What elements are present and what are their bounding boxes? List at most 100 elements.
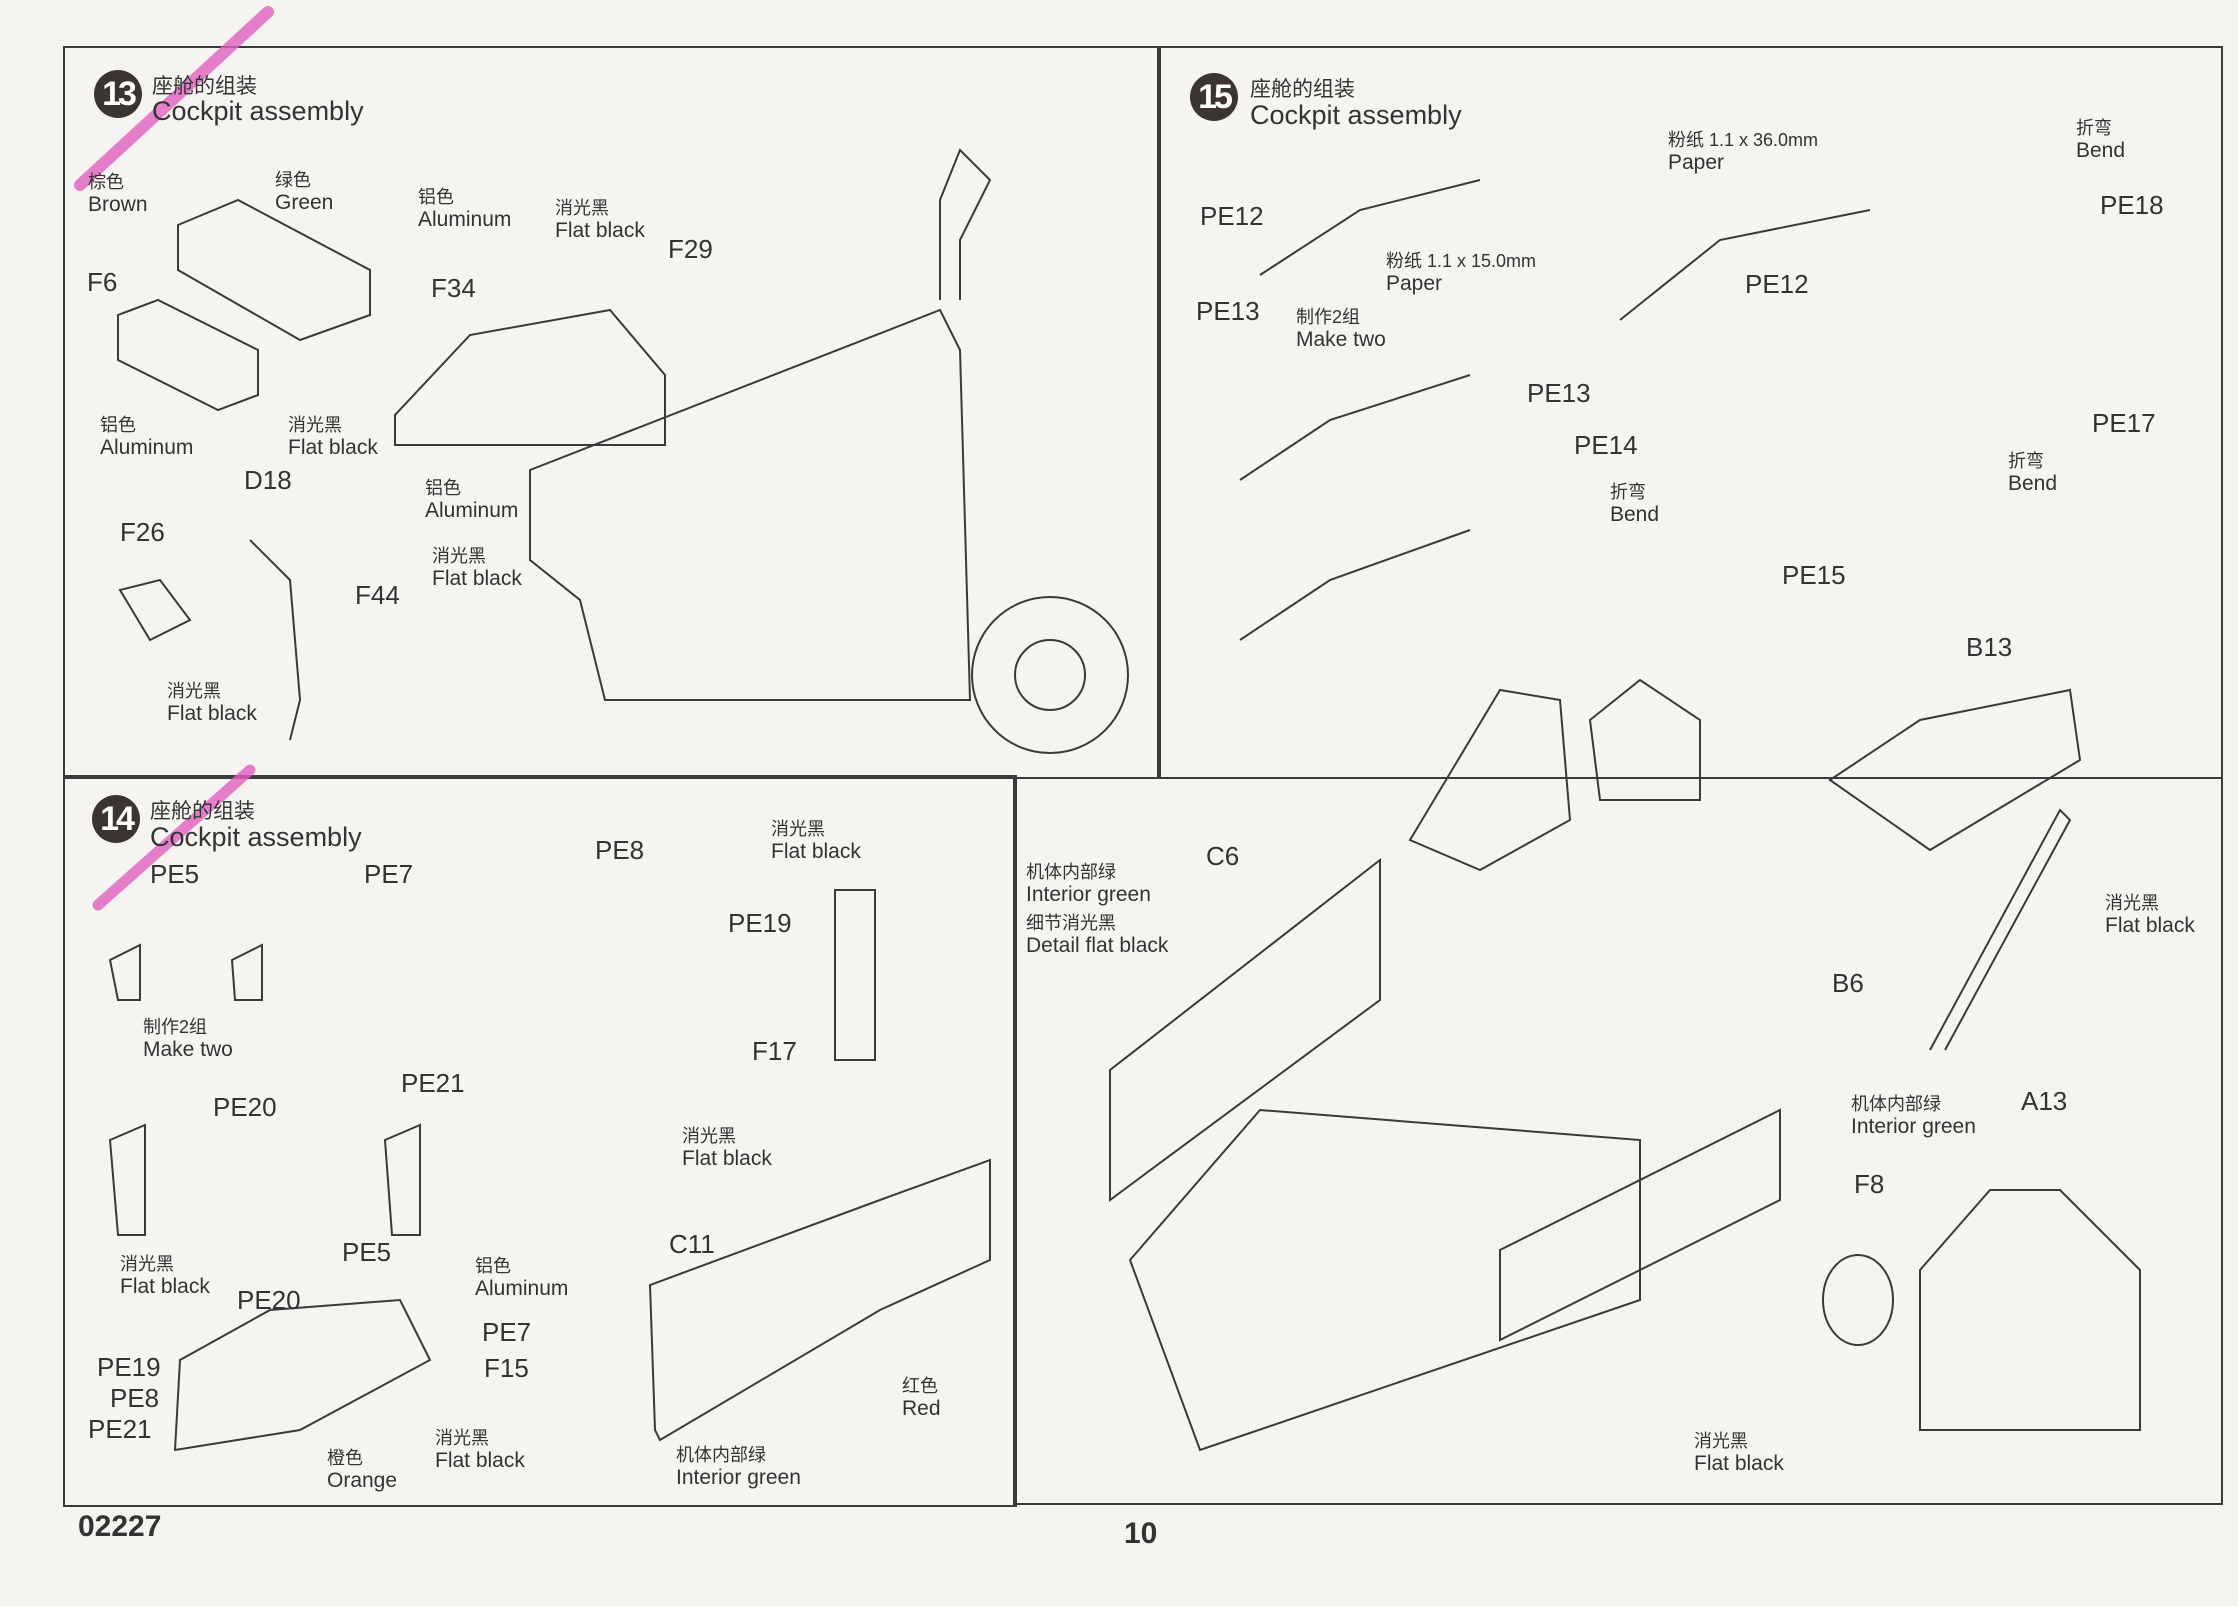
part-number-label: PE12 <box>1745 269 1809 299</box>
part-number-label: B6 <box>1832 968 1864 998</box>
callout-cn: 绿色 <box>275 170 311 190</box>
pe5-bent <box>230 943 263 1001</box>
part-number-label: C11 <box>669 1229 715 1259</box>
seat-belt <box>1239 529 1471 641</box>
callout-en: Interior green <box>1026 882 1151 906</box>
step-14-title-en: Cockpit assembly <box>150 822 362 852</box>
wheel-hub <box>1014 639 1086 711</box>
fuselage-assembly <box>1128 1108 1641 1452</box>
callout-en: Aluminum <box>418 207 512 231</box>
part-number-label: F44 <box>355 580 400 610</box>
side-panel-f17 <box>834 889 876 1061</box>
callout-cn: 制作2组 <box>143 1017 208 1037</box>
callout-en: Brown <box>88 192 148 216</box>
callout-cn: 橙色 <box>327 1448 363 1468</box>
callout-cn: 粉纸 1.1 x 15.0mm <box>1386 251 1537 271</box>
callout-cn: 铝色 <box>425 478 461 498</box>
callout-en: Bend <box>2008 471 2058 495</box>
callout-en: Bend <box>1610 502 1660 526</box>
callout-cn: 红色 <box>902 1376 938 1396</box>
part-number-label: PE20 <box>237 1285 301 1315</box>
part-number-label: C6 <box>1206 841 1240 871</box>
side-wall-c11 <box>648 1158 991 1442</box>
part-number-label: PE5 <box>150 859 200 889</box>
side-wall <box>1499 1108 1781 1342</box>
seat-belt <box>1619 209 1871 321</box>
part-number-label: PE13 <box>1527 378 1591 408</box>
callout-en: Bend <box>2076 138 2126 162</box>
callout-en: Paper <box>1386 271 1443 295</box>
kit-number: 02227 <box>78 1510 162 1543</box>
switch-panel-part <box>117 298 259 412</box>
callout-cn: 消光黑 <box>120 1254 174 1274</box>
part-number-label: PE20 <box>213 1092 277 1122</box>
step-13-panel <box>63 46 1161 779</box>
instrument-panel-part <box>177 198 371 342</box>
step-14-badge: 14 <box>92 795 140 843</box>
callout-en: Flat black <box>2105 913 2195 937</box>
callout-cn: 消光黑 <box>435 1428 489 1448</box>
part-number-label: PE19 <box>97 1352 161 1382</box>
callout-en: Orange <box>327 1468 398 1492</box>
callout-cn: 细节消光黑 <box>1026 913 1116 933</box>
callout-cn: 棕色 <box>88 172 124 192</box>
throttle-quadrant <box>173 1298 432 1452</box>
step-14-panel <box>63 775 1017 1507</box>
part-number-label: F29 <box>668 234 713 264</box>
callout-cn: 消光黑 <box>555 198 609 218</box>
callout-cn: 机体内部绿 <box>676 1445 766 1465</box>
roll-bar-b6 <box>1929 808 2072 1051</box>
part-number-label: PE19 <box>728 908 792 938</box>
part-number-label: PE21 <box>88 1414 152 1444</box>
armor-plate <box>1588 678 1701 801</box>
callout-cn: 折弯 <box>2008 451 2044 471</box>
callout-en: Aluminum <box>100 435 194 459</box>
callout-cn: 消光黑 <box>288 415 342 435</box>
side-wall-c6 <box>1109 857 1381 1202</box>
marker-stroke <box>92 764 256 911</box>
seat-belt <box>1239 374 1471 481</box>
control-stick <box>249 539 302 741</box>
part-number-label: PE7 <box>364 859 414 889</box>
callout-en: Flat black <box>120 1274 210 1298</box>
radio-part <box>394 308 666 446</box>
part-number-label: PE5 <box>342 1237 392 1267</box>
callout-en: Interior green <box>1851 1114 1976 1138</box>
part-number-label: PE12 <box>1200 201 1264 231</box>
part-number-label: F8 <box>1854 1169 1885 1199</box>
callout-cn: 消光黑 <box>432 546 486 566</box>
step-15-panel-bottom <box>1013 775 2223 1505</box>
part-number-label: PE17 <box>2092 408 2156 438</box>
part-number-label: PE14 <box>1574 430 1638 460</box>
part-number-label: F15 <box>484 1353 529 1383</box>
callout-en: Flat black <box>432 566 522 590</box>
step-15-title-cn: 座舱的组装 <box>1250 78 1355 101</box>
part-number-label: PE7 <box>482 1317 532 1347</box>
marker-stroke <box>74 6 274 191</box>
callout-en: Red <box>902 1396 941 1420</box>
step-13-title-en: Cockpit assembly <box>152 96 364 126</box>
callout-en: Flat black <box>167 701 257 725</box>
callout-en: Make two <box>1296 327 1386 351</box>
part-number-label: F17 <box>752 1036 797 1066</box>
callout-cn: 折弯 <box>2076 118 2112 138</box>
callout-cn: 铝色 <box>475 1256 511 1276</box>
step-15-badge: 15 <box>1190 73 1238 121</box>
callout-en: Green <box>275 190 334 214</box>
cockpit-tub <box>529 308 972 701</box>
